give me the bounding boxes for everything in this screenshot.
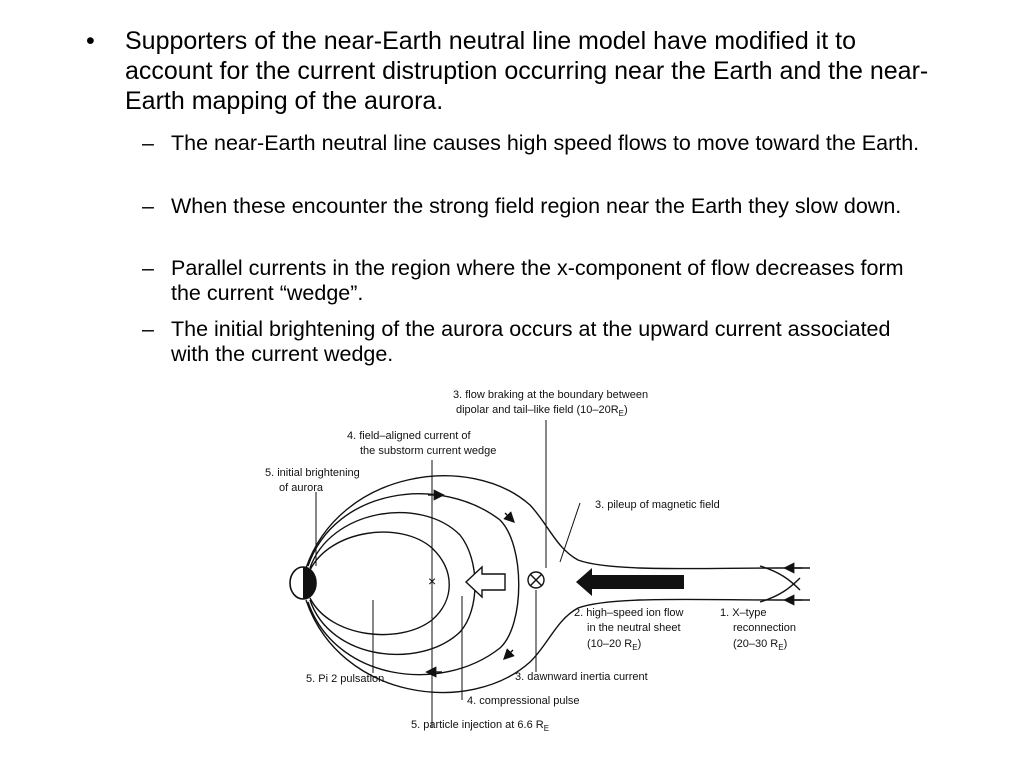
tail-line-lower <box>305 598 810 694</box>
label-brightening-2: of aurora <box>279 482 324 494</box>
main-bullet-marker: • <box>86 27 95 55</box>
label-flow-braking-2: dipolar and tail–like field (10–20RE) <box>456 404 628 418</box>
label-xtype-1: 1. X–type <box>720 607 766 619</box>
dipole-line-inner <box>309 531 450 636</box>
sub-bullet-marker: – <box>142 317 154 341</box>
high-speed-flow-arrow <box>576 568 684 596</box>
label-pi2: 5. Pi 2 pulsation <box>306 673 384 685</box>
x-line-a <box>759 565 801 591</box>
main-bullet-text: Supporters of the near-Earth neutral lin… <box>125 27 929 115</box>
label-inertia: 3. dawnward inertia current <box>515 671 648 683</box>
sub-bullet-text: The near-Earth neutral line causes high … <box>171 131 920 155</box>
sub-bullet-marker: – <box>142 194 154 218</box>
label-ion-flow-1: 2. high–speed ion flow <box>574 607 684 619</box>
earth <box>289 566 317 600</box>
x-line-b <box>759 577 801 603</box>
label-flow-braking-1: 3. flow braking at the boundary between <box>453 389 648 401</box>
sub-bullet-marker: – <box>142 256 154 280</box>
leader-lines <box>315 420 581 728</box>
label-fac-2: the substorm current wedge <box>360 445 496 457</box>
field-lines <box>305 475 810 694</box>
sub-bullet-text: When these encounter the strong field re… <box>171 194 902 218</box>
sub-bullet-text: The initial brightening of the aurora oc… <box>171 317 891 366</box>
tail-line-upper <box>305 475 810 570</box>
dipole-line-middle <box>309 511 476 656</box>
label-xtype-3: (20–30 RE) <box>733 638 787 652</box>
sub-bullet-text: Parallel currents in the region where th… <box>171 256 904 305</box>
field-line-arrows <box>425 489 802 678</box>
label-fac-1: 4. field–aligned current of <box>347 430 471 442</box>
current-into-page-symbol <box>527 571 545 589</box>
label-compressional: 4. compressional pulse <box>467 695 580 707</box>
label-brightening-1: 5. initial brightening <box>265 467 360 479</box>
label-ion-flow-2: in the neutral sheet <box>587 622 681 634</box>
label-pileup: 3. pileup of magnetic field <box>595 499 720 511</box>
label-xtype-2: reconnection <box>733 622 796 634</box>
dipole-line-outer <box>307 493 520 676</box>
sub-bullet-marker: – <box>142 131 154 155</box>
braking-flow-arrow <box>464 565 506 599</box>
label-ion-flow-3: (10–20 RE) <box>587 638 641 652</box>
label-injection: 5. particle injection at 6.6 RE <box>411 719 549 733</box>
